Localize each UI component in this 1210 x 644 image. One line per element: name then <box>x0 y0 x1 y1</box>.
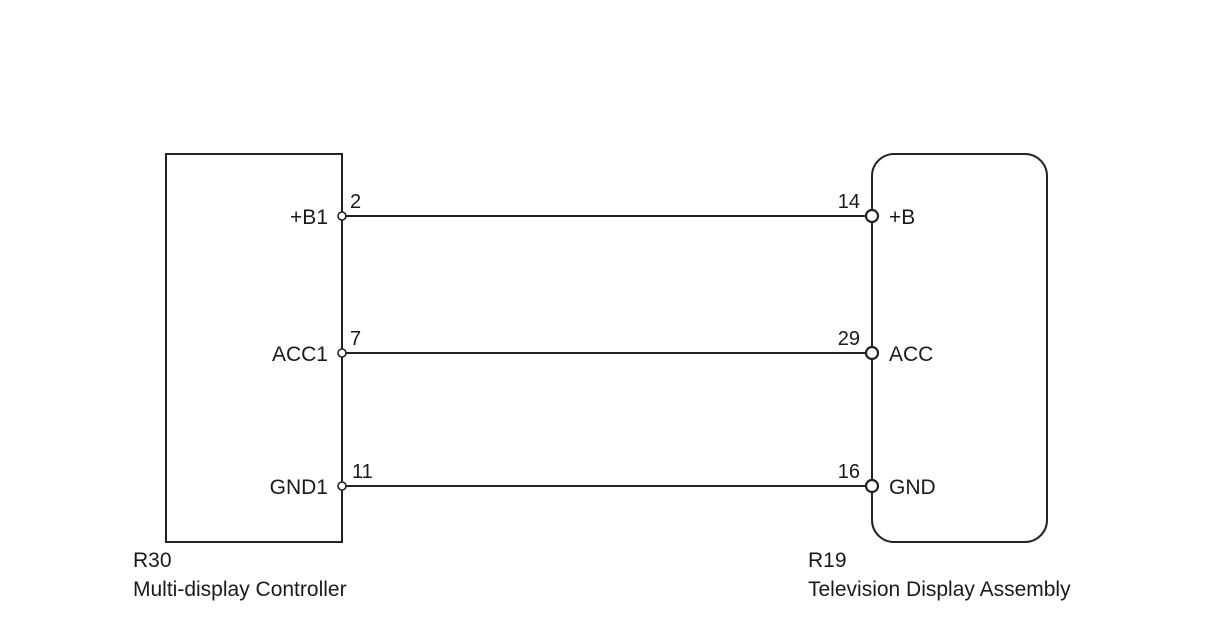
right-pin-label: +B <box>889 206 915 229</box>
left-terminal-gnd1 <box>337 481 347 491</box>
right-terminal-gnd <box>864 478 880 494</box>
right-pin-label: GND <box>889 476 936 499</box>
left-pin-number: 7 <box>350 328 361 350</box>
left-terminal-acc1 <box>337 348 347 358</box>
right-pin-label: ACC <box>889 343 933 366</box>
right-component-code: R19 <box>808 549 847 572</box>
right-terminal-b <box>864 208 880 224</box>
right-pin-number: 14 <box>838 191 860 213</box>
right-terminal-acc <box>864 345 880 361</box>
left-component-box <box>165 153 343 543</box>
right-pin-number: 29 <box>838 328 860 350</box>
left-pin-number: 2 <box>350 191 361 213</box>
left-pin-label: ACC1 <box>272 343 328 366</box>
left-terminal-b1 <box>337 211 347 221</box>
left-component-name: Multi-display Controller <box>133 578 347 601</box>
right-pin-number: 16 <box>838 461 860 483</box>
right-component-name: Television Display Assembly <box>808 578 1071 601</box>
left-component-code: R30 <box>133 549 172 572</box>
left-pin-label: +B1 <box>290 206 328 229</box>
left-pin-label: GND1 <box>270 476 328 499</box>
left-pin-number: 11 <box>352 461 373 483</box>
